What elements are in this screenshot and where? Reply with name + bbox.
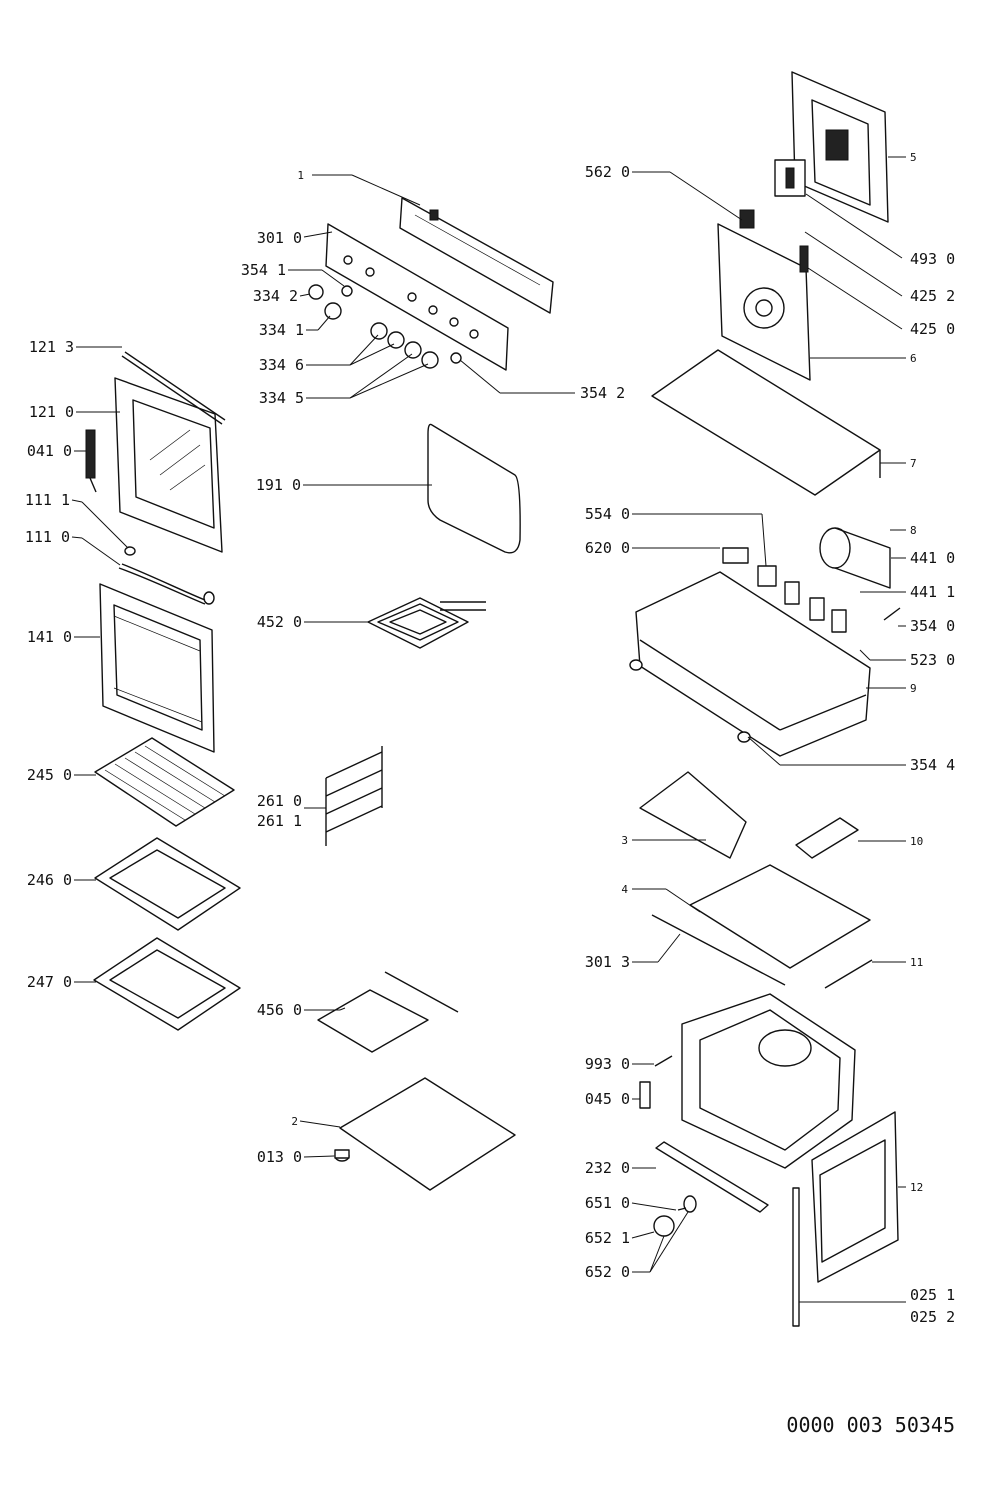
label-334-1: 334 1 [259,321,304,339]
thermal-cutout [739,209,755,229]
label-141-0: 141 0 [27,628,72,646]
control-panel-bracket [399,197,554,314]
shelf-side-rails [325,746,383,846]
label-354-0: 354 0 [910,617,955,635]
outer-door-glass [99,583,215,753]
wire-shelf [94,737,235,827]
top-heating-element [367,597,486,649]
label-261-0: 261 0 [257,792,302,810]
side-profile-strip [792,1187,800,1327]
label-620-0: 620 0 [585,539,630,557]
label-9: 9 [910,682,917,695]
label-245-0: 245 0 [27,766,72,784]
label-652-1: 652 1 [585,1229,630,1247]
door-hinge [85,429,97,493]
label-045-0: 045 0 [585,1090,630,1108]
label-425-0: 425 0 [910,320,955,338]
side-trim-3 [639,771,747,859]
oven-door-seal [427,423,521,554]
label-562-0: 562 0 [585,163,630,181]
label-12: 12 [910,1181,923,1194]
label-6: 6 [910,352,917,365]
label-441-1: 441 1 [910,583,955,601]
label-013-0: 013 0 [257,1148,302,1166]
label-334-2: 334 2 [253,287,298,305]
label-334-6: 334 6 [259,356,304,374]
fan-motor-plate [717,223,811,381]
side-strip-11 [824,959,873,989]
label-523-0: 523 0 [910,651,955,669]
oven-cavity [681,993,856,1169]
front-control-panel [325,223,509,371]
label-3: 3 [621,834,628,847]
label-652-0: 652 0 [585,1263,630,1281]
label-354-1: 354 1 [241,261,286,279]
lamp-holder [629,607,901,743]
clip [639,1081,651,1109]
door-handle-parts [118,546,215,605]
foot [334,1149,350,1162]
tangential-fan [819,527,891,589]
label-121-0: 121 0 [29,403,74,421]
label-301-3: 301 3 [585,953,630,971]
label-8: 8 [910,524,917,537]
label-111-1: 111 1 [25,491,70,509]
screw [654,1055,673,1067]
part-labels: 1 301 0 354 1 334 2 334 1 334 6 334 5 35… [25,151,955,1326]
label-191-0: 191 0 [256,476,301,494]
baking-tray [94,837,241,931]
label-111-0: 111 0 [25,528,70,546]
lamp-cover [653,1195,697,1237]
side-panel [811,1111,899,1283]
label-2: 2 [291,1115,298,1128]
front-bottom-rail [655,1141,769,1213]
label-4: 4 [621,883,628,896]
label-261-1: 261 1 [257,812,302,830]
label-247-0: 247 0 [27,973,72,991]
label-7: 7 [910,457,917,470]
door-trim-strip [121,351,226,425]
cavity-top-plate [651,864,871,986]
top-cover [651,349,881,496]
cavity-bottom-plate [339,1077,516,1191]
terminal-block [774,159,806,197]
label-232-0: 232 0 [585,1159,630,1177]
label-5: 5 [910,151,917,164]
label-11: 11 [910,956,923,969]
leader-lines [71,156,906,1303]
label-301-0: 301 0 [257,229,302,247]
label-425-2: 425 2 [910,287,955,305]
drip-pan [93,937,241,1031]
label-025-2: 025 2 [910,1308,955,1326]
label-1: 1 [297,169,304,182]
control-knobs [308,284,462,369]
inner-door-frame [114,377,223,553]
label-025-1: 025 1 [910,1286,955,1304]
label-334-5: 334 5 [259,389,304,407]
drawing-number: 0000 003 50345 [786,1413,955,1437]
label-452-0: 452 0 [257,613,302,631]
label-554-0: 554 0 [585,505,630,523]
rear-panel [791,71,889,223]
label-246-0: 246 0 [27,871,72,889]
label-354-4: 354 4 [910,756,955,774]
label-456-0: 456 0 [257,1001,302,1019]
label-993-0: 993 0 [585,1055,630,1073]
label-121-3: 121 3 [29,338,74,356]
label-651-0: 651 0 [585,1194,630,1212]
bottom-heating-element [317,971,459,1053]
label-493-0: 493 0 [910,250,955,268]
label-041-0: 041 0 [27,442,72,460]
label-10: 10 [910,835,923,848]
control-housing [635,547,871,757]
label-354-2: 354 2 [580,384,625,402]
side-trim-10 [795,817,859,859]
label-441-0: 441 0 [910,549,955,567]
